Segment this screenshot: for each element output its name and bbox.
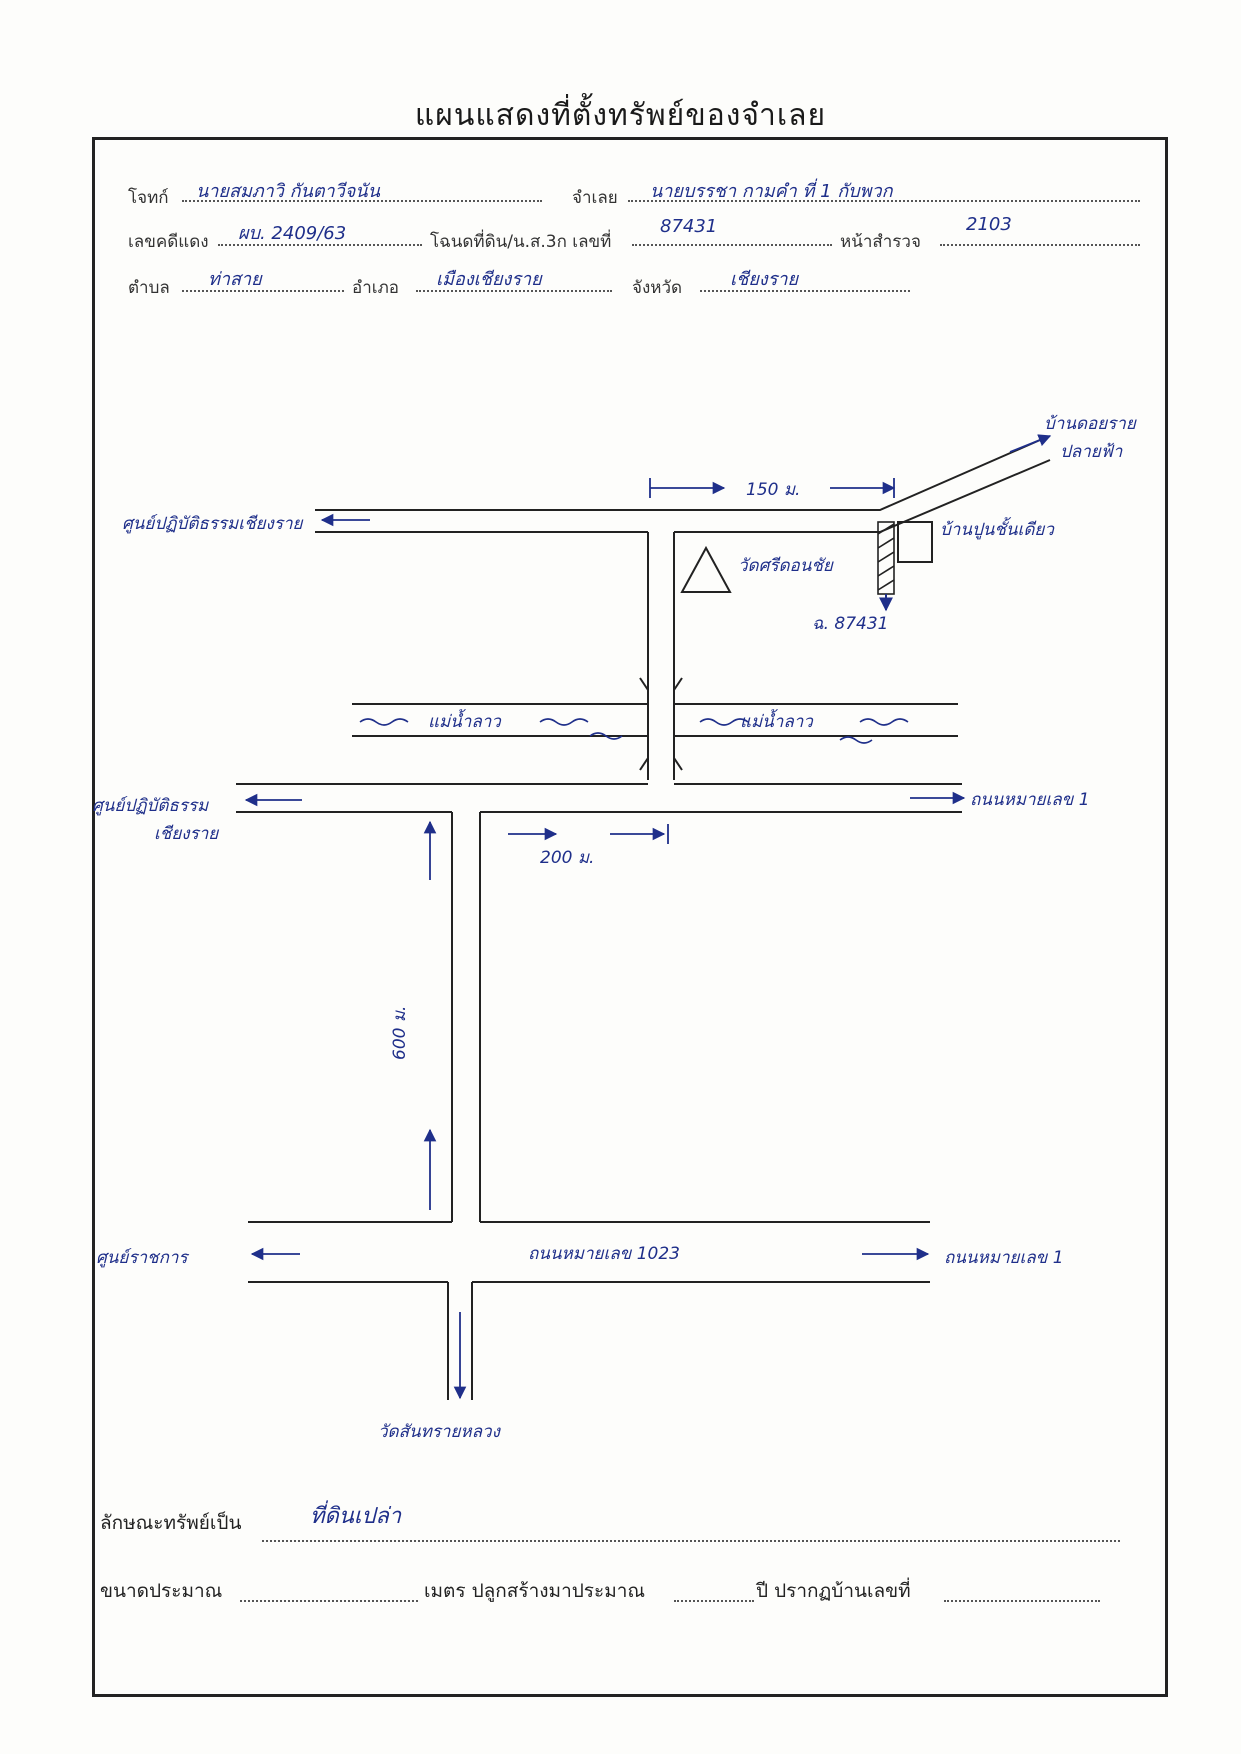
long-vertical-road [451, 812, 481, 1222]
bottom-right-road: ถนนหมายเลข 1 [944, 1248, 1064, 1268]
bottom-destination: วัดสันทรายหลวง [378, 1422, 500, 1442]
subdistrict-label: ตำบล [128, 278, 170, 298]
meter-label: เมตร ปลูกสร้างมาประมาณ [424, 1580, 646, 1602]
property-label: ลักษณะทรัพย์เป็น [100, 1512, 242, 1534]
temple-triangle [680, 545, 732, 593]
property-dots [262, 1540, 1120, 1542]
plaintiff-dots [182, 200, 542, 202]
parcel-hatch [877, 521, 895, 595]
top-left-destination: ศูนย์ปฏิบัติธรรมเชียงราย [122, 514, 303, 534]
temple-label: วัดศรีดอนชัย [738, 556, 833, 576]
district-label: อำเภอ [352, 278, 399, 298]
province-dots [700, 290, 910, 292]
district-value: เมืองเชียงราย [436, 269, 542, 290]
case-value: ผบ. 2409/63 [238, 223, 347, 244]
case-dots [218, 244, 422, 246]
bottom-road-label: ถนนหมายเลข 1023 [528, 1244, 680, 1264]
province-label: จังหวัด [632, 278, 683, 298]
subdistrict-value: ท่าสาย [208, 269, 262, 290]
district-dots [416, 290, 612, 292]
survey-value: 2103 [966, 214, 1012, 235]
bottom-left-destination: ศูนย์ราชการ [96, 1248, 188, 1268]
size-label: ขนาดประมาณ [100, 1580, 223, 1602]
house-label: บ้านปูนชั้นเดียว [940, 520, 1054, 540]
deed-value: 87431 [660, 216, 718, 237]
deed-dots [632, 244, 832, 246]
house-square [897, 521, 933, 563]
mid-left-destination-1: ศูนย์ปฏิบัติธรรม [92, 796, 209, 816]
property-value: ที่ดินเปล่า [310, 1504, 402, 1529]
river-label-left: แม่น้ำลาว [428, 712, 501, 732]
mid-right-road: ถนนหมายเลข 1 [970, 790, 1090, 810]
mid-left-destination-2: เชียงราย [154, 824, 219, 844]
page-title: แผนแสดงที่ตั้งทรัพย์ของจำเลย [414, 98, 827, 133]
connector-road [647, 532, 675, 780]
build-dots [674, 1600, 754, 1602]
defendant-value: นายบรรชา กามคำ ที่ 1 กับพวก [650, 181, 893, 202]
size-dots [240, 1600, 418, 1602]
defendant-label: จำเลย [572, 188, 618, 208]
distance-top: 150 ม. [746, 480, 801, 500]
document-frame [92, 137, 1168, 1697]
year-label: ปี ปรากฏบ้านเลขที่ [756, 1580, 911, 1602]
top-right-destination-1: บ้านดอยราย [1044, 414, 1136, 434]
top-right-destination-2: ปลายฟ้า [1060, 442, 1123, 462]
south-spur-road [447, 1282, 473, 1400]
province-value: เชียงราย [730, 269, 799, 290]
river-waves [359, 718, 909, 744]
plaintiff-label: โจทก์ [128, 188, 169, 208]
arrow-top-right [1009, 434, 1052, 453]
defendant-dots [628, 200, 1140, 202]
parcel-label: ฉ. 87431 [812, 614, 889, 634]
survey-label: หน้าสำรวจ [840, 232, 921, 252]
deed-label: โฉนดที่ดิน/น.ส.3ก เลขที่ [430, 232, 612, 252]
case-label: เลขคดีแดง [128, 232, 209, 252]
top-road-upper-edge [315, 439, 1041, 511]
survey-dots [940, 244, 1140, 246]
house-number-dots [944, 1600, 1100, 1602]
distance-vertical: 600 ม. [390, 1005, 410, 1060]
plaintiff-value: นายสมภาวิ กันตาวีจนัน [196, 181, 380, 202]
river-label-right: แม่น้ำลาว [740, 712, 813, 732]
distance-mid: 200 ม. [540, 848, 595, 868]
subdistrict-dots [182, 290, 344, 292]
